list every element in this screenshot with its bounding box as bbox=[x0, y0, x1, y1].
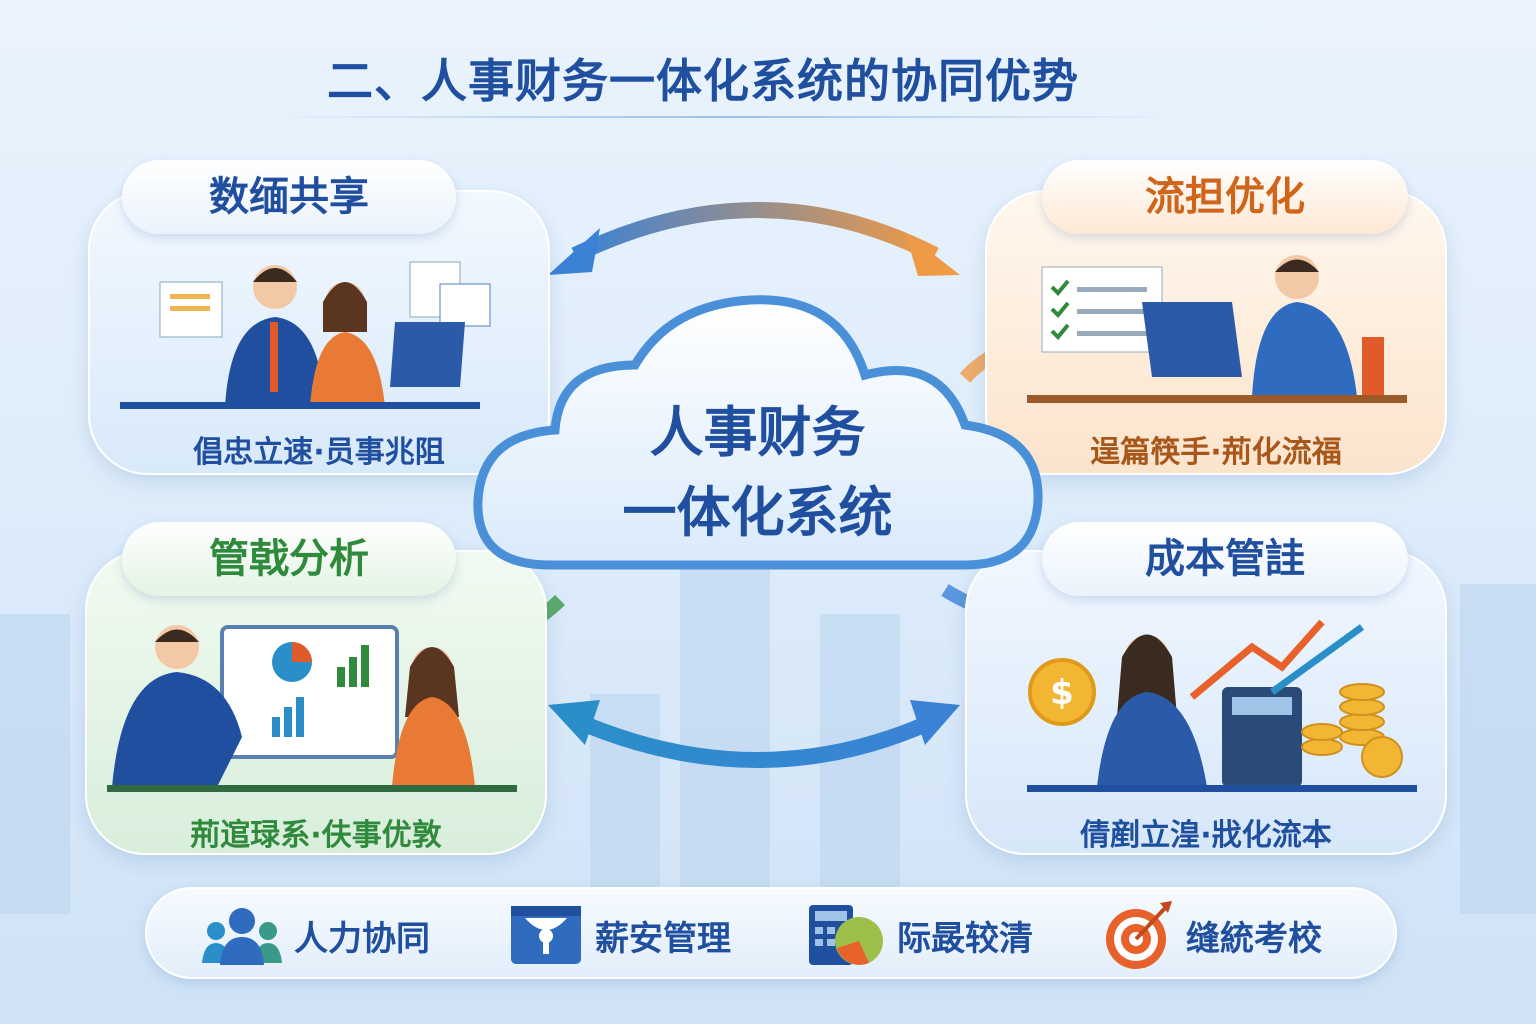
card-data-sharing: 倡忠立速·员事兆阻 bbox=[88, 190, 550, 475]
bottom-arrow bbox=[571, 712, 939, 768]
target-icon bbox=[1106, 901, 1172, 969]
lock-box-icon bbox=[511, 906, 581, 964]
cloud-shape bbox=[473, 295, 1043, 570]
feature-label: 际晸较清 bbox=[897, 918, 1033, 959]
feature-label: 薪安管理 bbox=[595, 918, 731, 959]
feature-performance-evaluation: 缝統考校 bbox=[1102, 889, 1322, 981]
finance-calculator-illustration: $ bbox=[1027, 619, 1417, 792]
calculator-pie-icon bbox=[809, 905, 883, 965]
feature-bar: 人力协同 薪安管理 际晸较清 缝統考校 bbox=[145, 887, 1397, 979]
office-team-illustration bbox=[120, 261, 491, 409]
card-intelligent-analysis: 荊逭琭系·伕事优敦 bbox=[85, 550, 547, 855]
card-subtitle: 逞篇筷手·荊化流福 bbox=[1090, 435, 1342, 470]
feature-reconciliation: 际晸较清 bbox=[807, 889, 1033, 981]
svg-text:$: $ bbox=[1050, 673, 1074, 713]
card-title-intelligent-analysis: 管戟分析 bbox=[122, 522, 456, 596]
people-icon bbox=[202, 908, 282, 965]
card-cost-control: $ 倩剷立湟·戕化流本 bbox=[965, 550, 1447, 855]
card-title-data-sharing: 数缅共享 bbox=[122, 160, 456, 234]
card-title-cost-control: 成本管詿 bbox=[1042, 522, 1408, 596]
card-process-optimization: 逞篇筷手·荊化流福 bbox=[985, 190, 1447, 475]
card-subtitle: 倩剷立湟·戕化流本 bbox=[1080, 818, 1332, 853]
top-arrow bbox=[571, 202, 939, 263]
worker-computer-illustration bbox=[1027, 255, 1407, 403]
card-subtitle: 倡忠立速·员事兆阻 bbox=[193, 435, 445, 470]
analytics-meeting-illustration bbox=[107, 625, 517, 792]
center-title-line2: 一体化系统 bbox=[622, 481, 893, 544]
title-divider bbox=[270, 116, 1180, 118]
feature-salary-management: 薪安管理 bbox=[509, 889, 731, 981]
card-title-process-optimization: 流担优化 bbox=[1042, 160, 1408, 234]
feature-hr-collaboration: 人力协同 bbox=[202, 889, 430, 981]
card-subtitle: 荊逭琭系·伕事优敦 bbox=[190, 818, 442, 853]
page-title: 二、人事财务一体化系统的协同优势 bbox=[327, 54, 1079, 108]
center-title-line1: 人事财务 bbox=[649, 401, 866, 464]
feature-label: 人力协同 bbox=[294, 918, 430, 959]
feature-label: 缝統考校 bbox=[1186, 918, 1322, 959]
